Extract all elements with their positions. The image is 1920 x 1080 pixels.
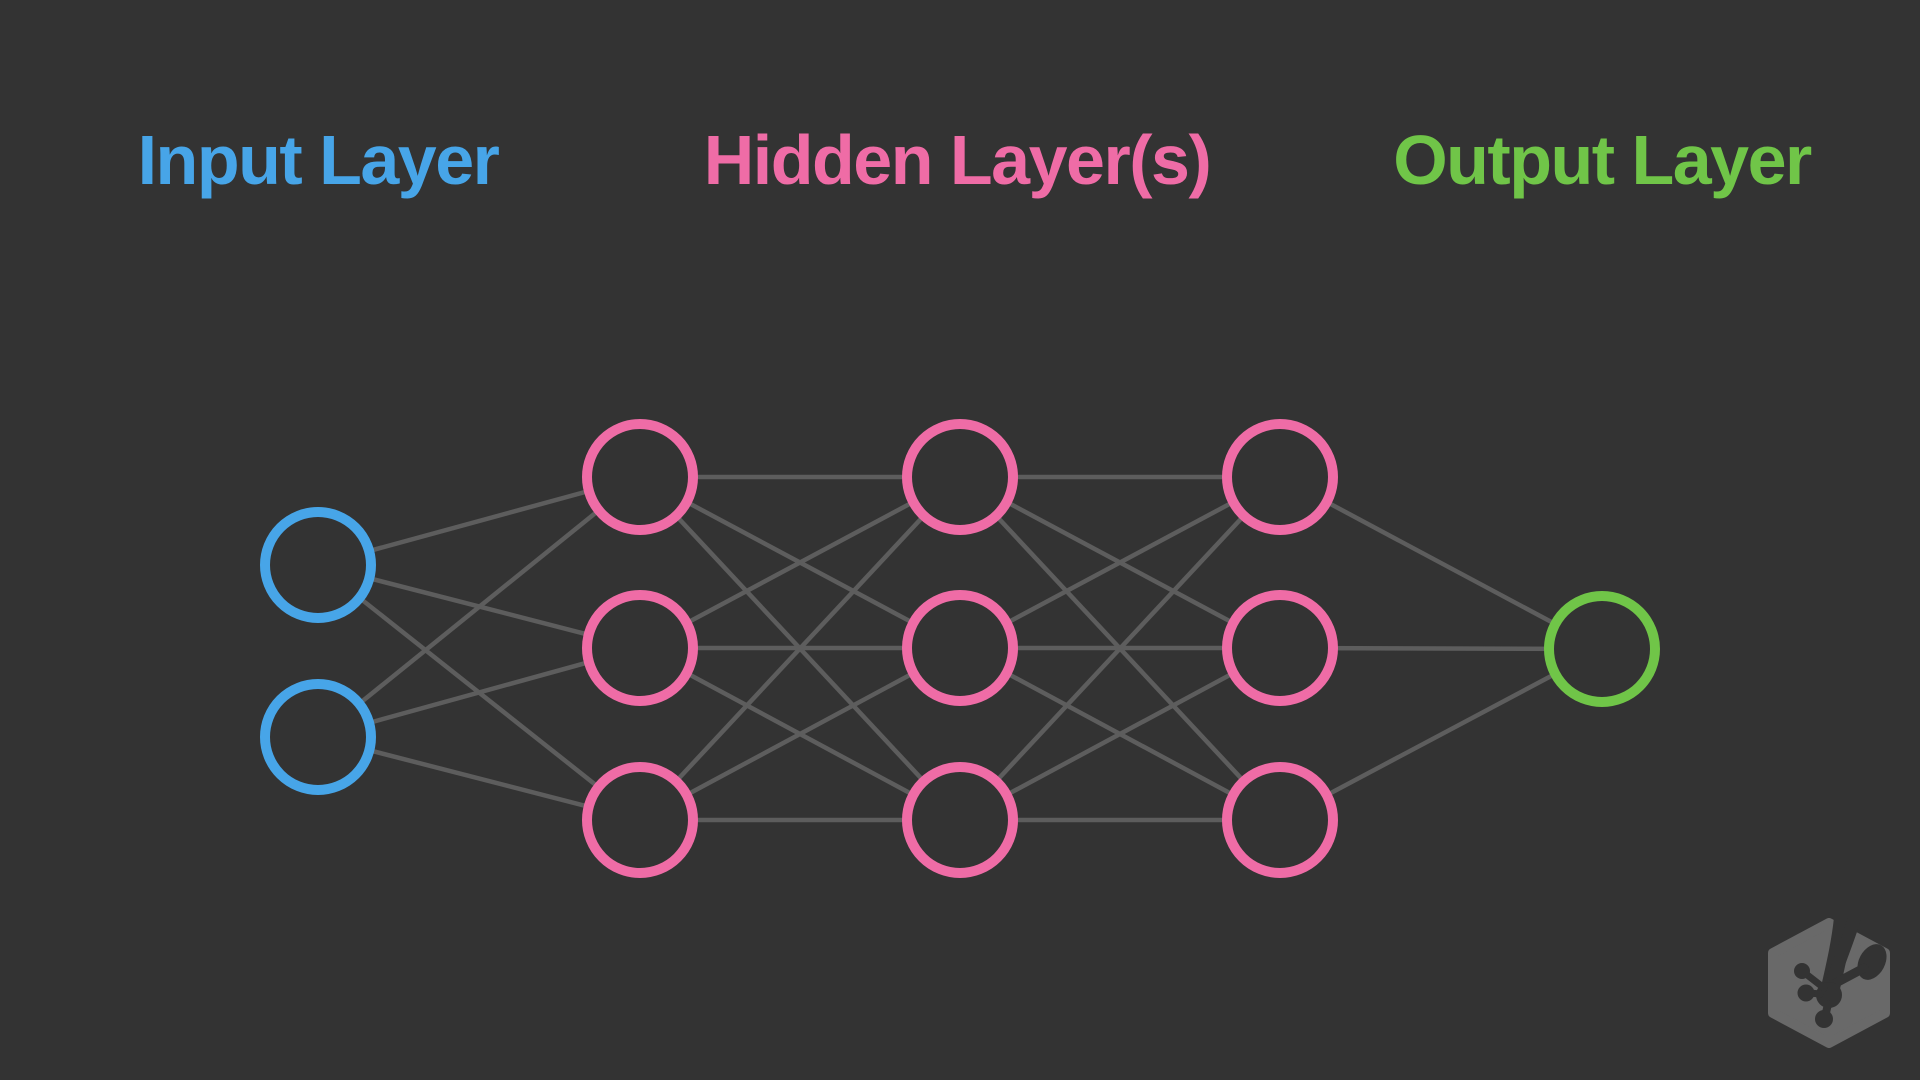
hidden-layer-label: Hidden Layer(s) (703, 121, 1212, 199)
hidden-layer-2-node (902, 590, 1018, 706)
connection-line (1278, 647, 1604, 822)
output-layer-label: Output Layer (1393, 121, 1812, 199)
hidden-layer-3-node (1222, 590, 1338, 706)
hidden-layer-1-node (582, 419, 698, 535)
hidden-layer-2-node (902, 419, 1018, 535)
connection-line (638, 475, 962, 822)
hidden-layer-3-node (1222, 419, 1338, 535)
hidden-layer-1-node (582, 590, 698, 706)
input-layer-node (260, 679, 376, 795)
connection-line (1278, 475, 1604, 651)
connection-line (638, 475, 962, 650)
logo-footprint-icon (1794, 918, 1887, 1028)
connection-line (316, 475, 642, 739)
input-layer-node (260, 507, 376, 623)
hidden-layer-3-node (1222, 762, 1338, 878)
node-circles (260, 419, 1660, 878)
connection-line (958, 475, 1282, 822)
connection-line (958, 646, 1282, 822)
hidden-layer-2-node (902, 762, 1018, 878)
connection-line (638, 646, 962, 822)
connection-line (958, 475, 1282, 650)
output-layer-node (1544, 591, 1660, 707)
input-layer-label: Input Layer (137, 121, 500, 199)
hidden-layer-1-node (582, 762, 698, 878)
brand-logo (1768, 918, 1890, 1048)
